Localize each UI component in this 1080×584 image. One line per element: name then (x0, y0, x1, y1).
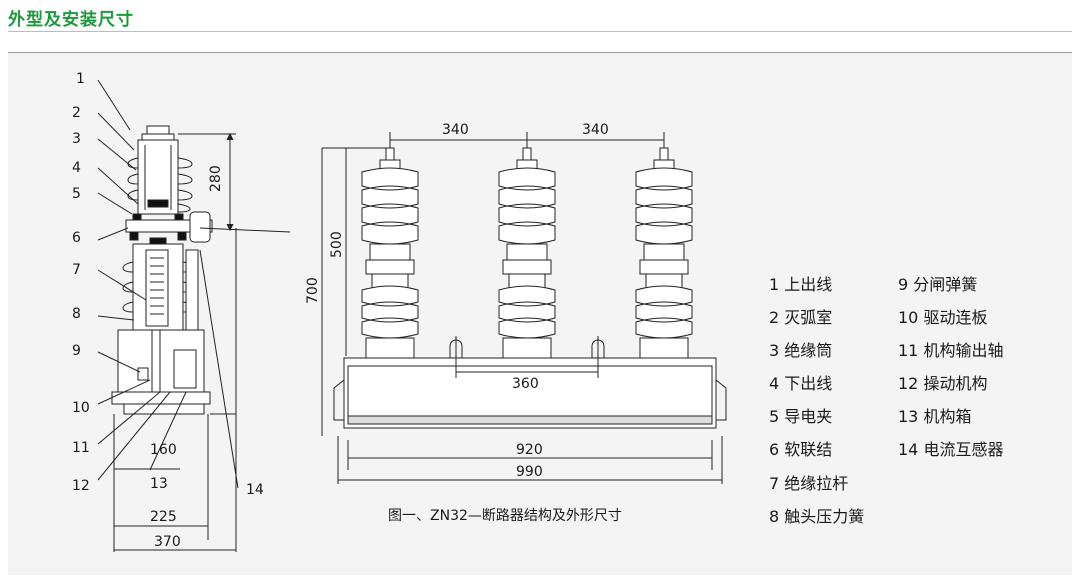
part-number-9: 9 (72, 343, 81, 359)
legend-item: 11 机构输出轴 (898, 341, 1004, 360)
legend-item: 1 上出线 (769, 275, 833, 294)
part-number-13: 13 (150, 476, 168, 492)
dim-360: 360 (512, 376, 539, 392)
dim-990: 990 (516, 464, 543, 480)
legend-item: 14 电流互感器 (898, 440, 1004, 459)
side-view-labels: 1 2 3 4 5 6 7 8 9 10 11 12 13 14 280 160… (72, 71, 264, 550)
legend-item: 9 分闸弹簧 (898, 275, 978, 294)
pole-insulator (361, 147, 419, 359)
title-divider (8, 31, 1072, 32)
part-number-5: 5 (72, 186, 81, 202)
legend-item: 5 导电夹 (769, 407, 833, 426)
side-view-drawing (97, 79, 291, 552)
legend-item: 8 触头压力簧 (769, 507, 865, 526)
part-number-4: 4 (72, 160, 81, 176)
legend-item: 13 机构箱 (898, 407, 972, 426)
legend-item: 3 绝缘筒 (769, 341, 833, 360)
legend-item: 10 驱动连板 (898, 308, 988, 327)
part-number-12: 12 (72, 478, 90, 494)
legend-item: 12 操动机构 (898, 374, 988, 393)
dim-340-left: 340 (442, 122, 469, 138)
legend-item: 2 灭弧室 (769, 308, 833, 327)
dim-280: 280 (208, 165, 224, 192)
part-number-1: 1 (76, 71, 85, 87)
legend-item: 4 下出线 (769, 374, 833, 393)
part-number-11: 11 (72, 440, 90, 456)
part-number-7: 7 (72, 262, 81, 278)
dim-340-right: 340 (582, 122, 609, 138)
dim-160: 160 (150, 442, 177, 458)
part-number-2: 2 (72, 105, 81, 121)
legend-item: 7 绝缘拉杆 (769, 474, 849, 493)
part-number-10: 10 (72, 400, 90, 416)
dim-920: 920 (516, 442, 543, 458)
page-title: 外型及安装尺寸 (8, 10, 134, 30)
dim-700: 700 (305, 277, 321, 304)
part-number-6: 6 (72, 230, 81, 246)
legend-item: 6 软联结 (769, 440, 833, 459)
part-number-8: 8 (72, 306, 81, 322)
dim-500: 500 (329, 231, 345, 258)
figure-caption: 图一、ZN32—断路器结构及外形尺寸 (388, 508, 622, 524)
front-view-labels: 340 340 500 700 360 920 990 (305, 122, 609, 480)
part-number-3: 3 (72, 131, 81, 147)
dim-370: 370 (154, 534, 181, 550)
front-view-drawing (321, 132, 727, 484)
dim-225: 225 (150, 509, 177, 525)
part-number-14: 14 (246, 482, 264, 498)
